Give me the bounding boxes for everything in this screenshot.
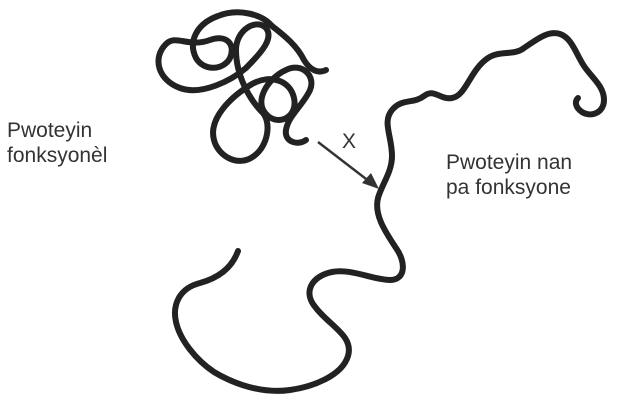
unfolded-protein-label-line-2: pa fonksyone [446, 176, 571, 199]
unfolded-protein-label: Pwoteyin nan pa fonksyone [446, 150, 572, 200]
folded-protein-label-line-2: fonksyonèl [7, 144, 108, 167]
unfolded-protein-chain [172, 30, 607, 394]
folded-protein-label: Pwoteyin fonksyonèl [7, 118, 107, 168]
folded-protein-label-line-1: Pwoteyin [7, 119, 93, 142]
transition-x-label: X [342, 130, 357, 153]
transition-arrow [317, 141, 379, 189]
folded-protein-coil [155, 9, 329, 164]
unfolded-protein-label-line-1: Pwoteyin nan [446, 151, 573, 174]
